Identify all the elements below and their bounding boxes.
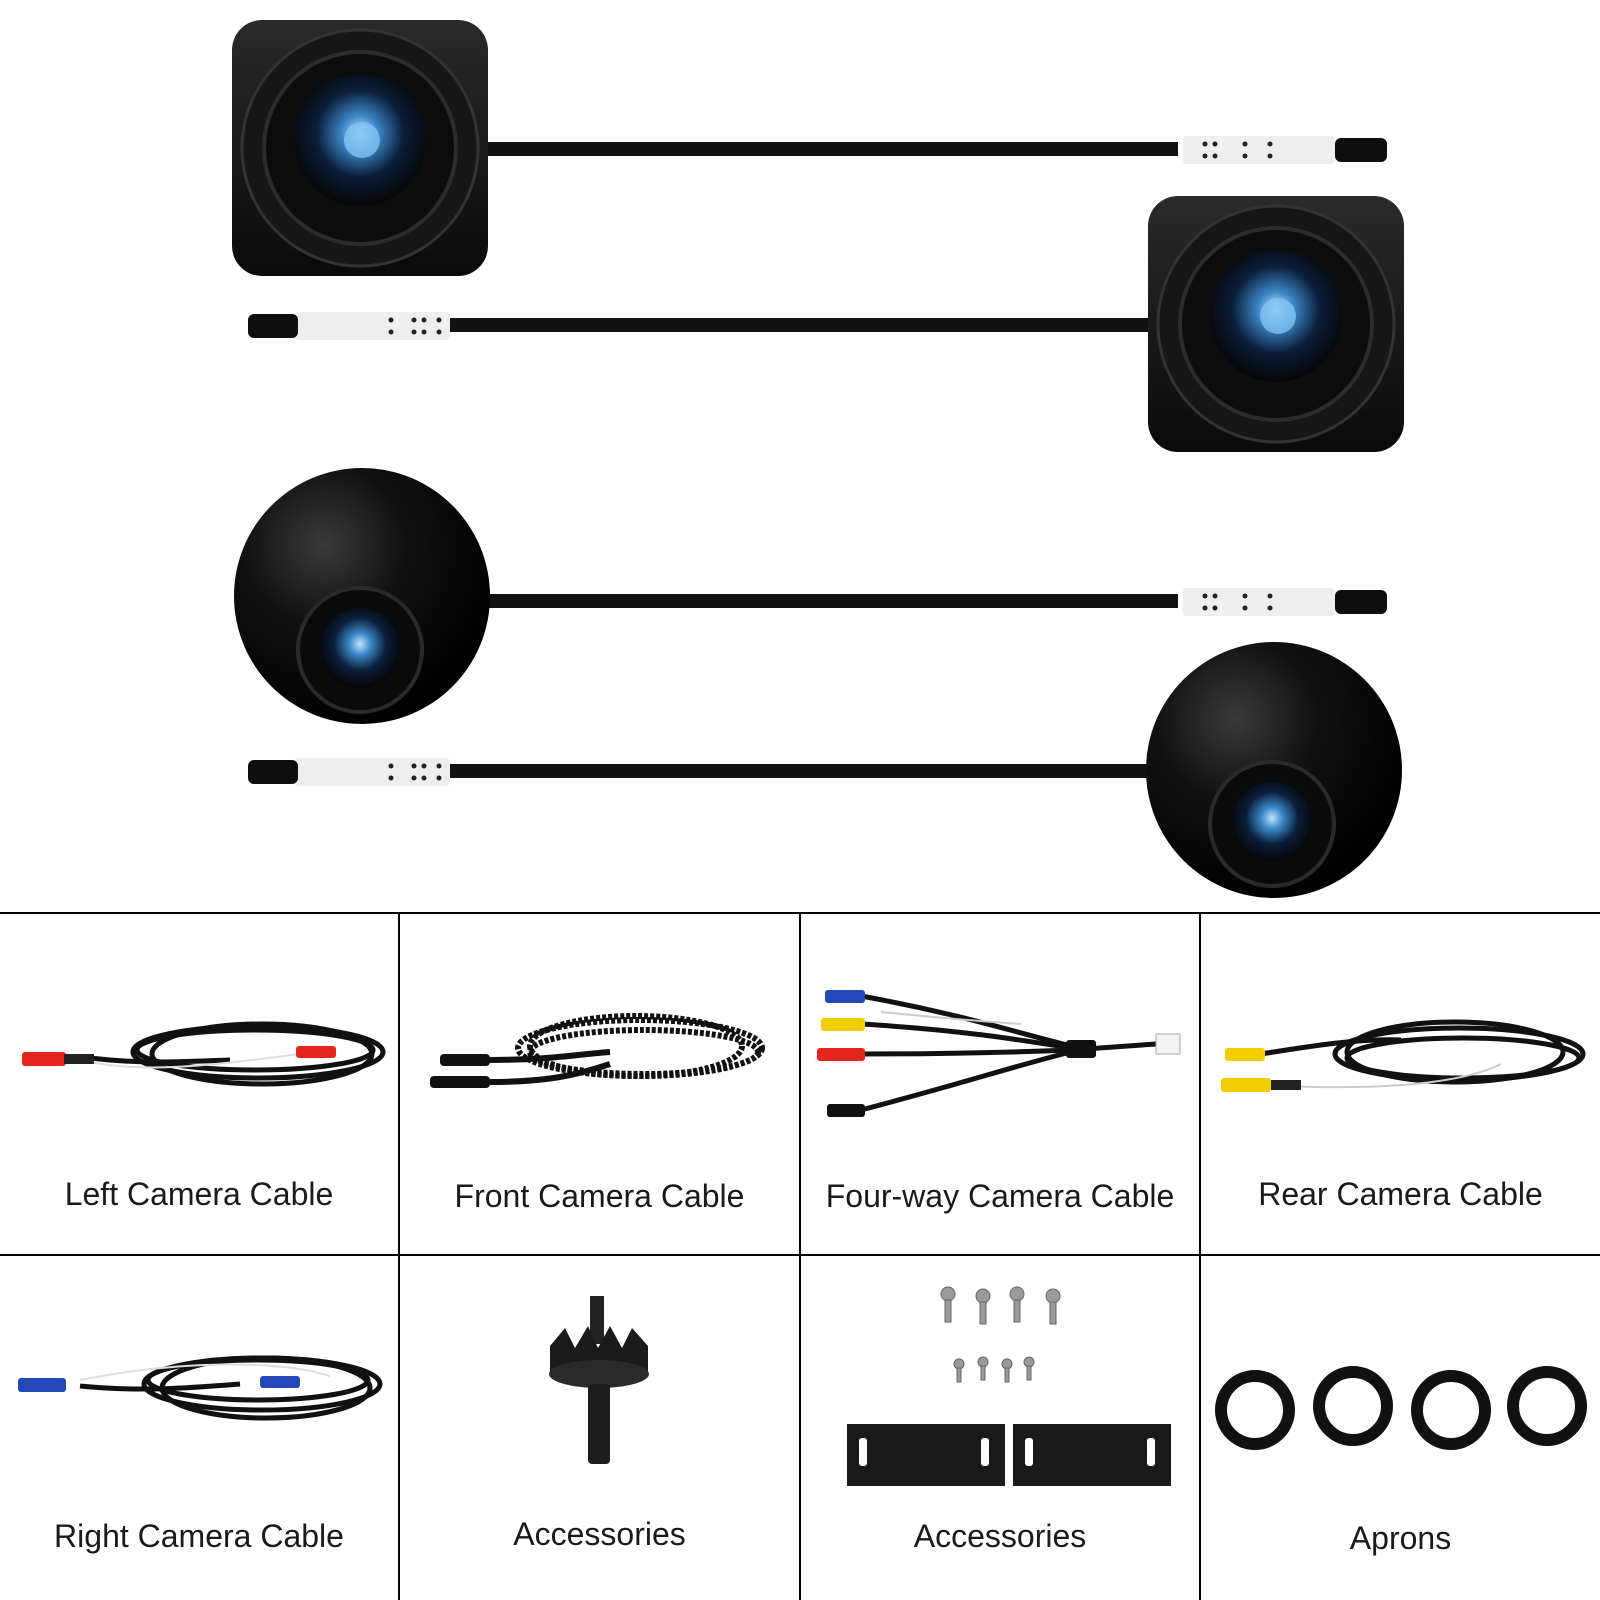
ball-camera-1 <box>234 468 1387 724</box>
hole-saw-image <box>549 1296 649 1464</box>
square-camera-1 <box>232 20 1387 276</box>
item-label: Front Camera Cable <box>454 1178 745 1214</box>
square-camera-2 <box>248 196 1404 452</box>
item-label: Accessories <box>913 1518 1087 1554</box>
camera-showcase <box>232 20 1404 898</box>
left-cable-image <box>22 1021 386 1087</box>
aprons-image <box>1215 1366 1587 1450</box>
item-four-way-camera-cable: Four-way Camera Cable <box>801 914 1199 1254</box>
ball-camera-2 <box>248 642 1402 898</box>
item-front-camera-cable: Front Camera Cable <box>400 914 799 1254</box>
item-label: Four-way Camera Cable <box>825 1178 1175 1214</box>
rear-cable-image <box>1221 1019 1586 1092</box>
item-screws-brackets: Accessories <box>801 1256 1199 1600</box>
grid-line-v1 <box>398 912 400 1600</box>
accessories-grid: Left Camera Cable Front Camera Cable <box>0 912 1600 1600</box>
grid-line-v3 <box>1199 912 1201 1600</box>
item-left-camera-cable: Left Camera Cable <box>0 914 398 1254</box>
item-hole-saw: Accessories <box>400 1256 799 1600</box>
item-label: Rear Camera Cable <box>1258 1176 1543 1212</box>
screws-brackets-image <box>847 1286 1171 1486</box>
grid-line-v2 <box>799 912 801 1600</box>
item-label: Accessories <box>513 1516 686 1552</box>
item-label: Right Camera Cable <box>54 1518 344 1554</box>
item-right-camera-cable: Right Camera Cable <box>0 1256 398 1600</box>
item-label: Aprons <box>1349 1520 1452 1556</box>
item-rear-camera-cable: Rear Camera Cable <box>1201 914 1600 1254</box>
cameras-illustration <box>232 20 1404 898</box>
item-aprons: Aprons <box>1201 1256 1600 1600</box>
right-cable-image <box>18 1355 383 1421</box>
four-way-cable-image <box>817 990 1181 1117</box>
front-cable-image <box>430 1013 765 1088</box>
item-label: Left Camera Cable <box>64 1176 334 1212</box>
